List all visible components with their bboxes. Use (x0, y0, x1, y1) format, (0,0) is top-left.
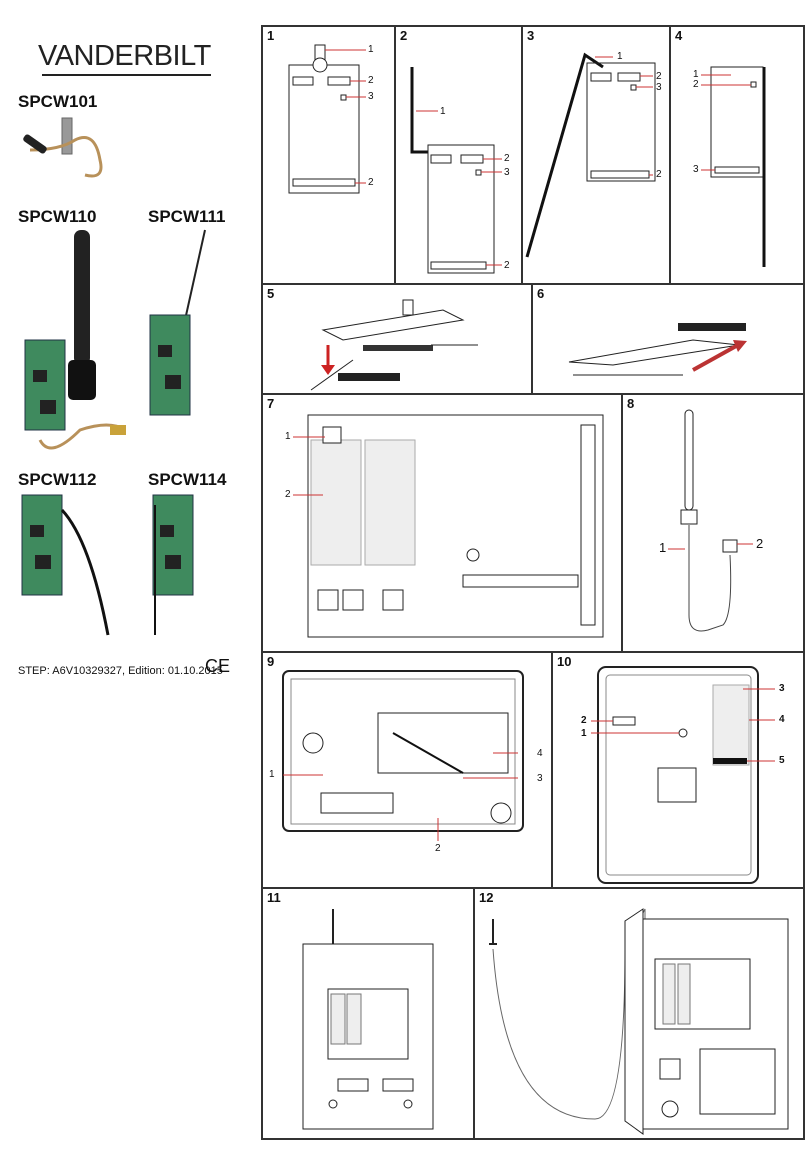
product-label-spcw111: SPCW111 (148, 207, 226, 226)
callout-1: 1 (617, 51, 623, 62)
callout-2: 2 (435, 843, 441, 854)
callout-1: 1 (285, 431, 291, 442)
panel-number: 12 (479, 890, 494, 905)
callout-3: 3 (504, 167, 510, 178)
spcw110-photo (24, 230, 126, 450)
panel-7: 7 1 2 (262, 394, 622, 652)
spcw112-photo (21, 494, 110, 636)
callout-2: 2 (368, 75, 374, 86)
product-label-spcw112: SPCW112 (18, 470, 97, 489)
panel-9: 9 1 2 3 4 (262, 652, 552, 888)
product-label-spcw110: SPCW110 (18, 207, 97, 226)
panel-3: 3 1 2 3 2 (522, 26, 670, 284)
callout-4: 4 (537, 748, 543, 759)
panel-number: 2 (400, 28, 408, 43)
callout-2b: 2 (504, 260, 510, 271)
callout-3: 3 (693, 164, 699, 175)
panel-number: 3 (527, 28, 535, 43)
callout-2: 2 (581, 715, 587, 726)
panel-number: 8 (627, 396, 635, 411)
callout-3: 3 (368, 91, 374, 102)
callout-1: 1 (440, 106, 446, 117)
panel-4: 4 1 2 3 (670, 26, 804, 284)
callout-3: 3 (537, 773, 543, 784)
spcw101-photo (23, 117, 103, 178)
callout-1: 1 (368, 44, 374, 55)
product-label-spcw101: SPCW101 (18, 92, 98, 111)
panel-number: 1 (267, 28, 275, 43)
callout-3: 3 (656, 82, 662, 93)
figure-grid: 1 1 2 3 2 2 (261, 25, 805, 1140)
callout-3: 3 (779, 683, 785, 694)
panel-6: 6 (532, 284, 804, 394)
callout-1: 1 (581, 728, 587, 739)
panel-12: 12 (474, 888, 804, 1139)
callout-2b: 2 (656, 169, 662, 180)
panel-1: 1 1 2 3 2 (262, 26, 395, 284)
callout-2: 2 (756, 536, 764, 551)
callout-2: 2 (656, 71, 662, 82)
panel-8: 8 1 2 (622, 394, 804, 652)
panel-5: 5 (262, 284, 532, 394)
product-photos (21, 117, 206, 636)
panel-10: 10 2 1 3 4 5 (552, 652, 804, 888)
panel-number: 9 (267, 654, 275, 669)
callout-1: 1 (269, 769, 275, 780)
callout-1: 1 (693, 69, 699, 80)
panel-number: 10 (557, 654, 572, 669)
product-label-spcw114: SPCW114 (148, 470, 227, 489)
brand-logo: VANDERBILT (38, 40, 211, 76)
panel-11: 11 (262, 888, 474, 1139)
callout-4: 4 (779, 714, 785, 725)
callout-5: 5 (779, 755, 785, 766)
panel-number: 7 (267, 396, 275, 411)
panel-number: 6 (537, 286, 545, 301)
panel-number: 5 (267, 286, 275, 301)
callout-2b: 2 (368, 177, 374, 188)
spcw111-photo (149, 229, 206, 416)
callout-2: 2 (693, 79, 699, 90)
panel-number: 11 (267, 890, 281, 905)
ce-mark: CE (205, 656, 231, 676)
spcw114-photo (152, 494, 194, 635)
callout-1: 1 (659, 540, 667, 555)
panel-2: 2 1 2 3 2 (395, 26, 522, 284)
callout-2: 2 (504, 153, 510, 164)
callout-2: 2 (285, 489, 291, 500)
panel-number: 4 (675, 28, 683, 43)
document-reference: STEP: A6V10329327, Edition: 01.10.2015 (18, 665, 223, 677)
